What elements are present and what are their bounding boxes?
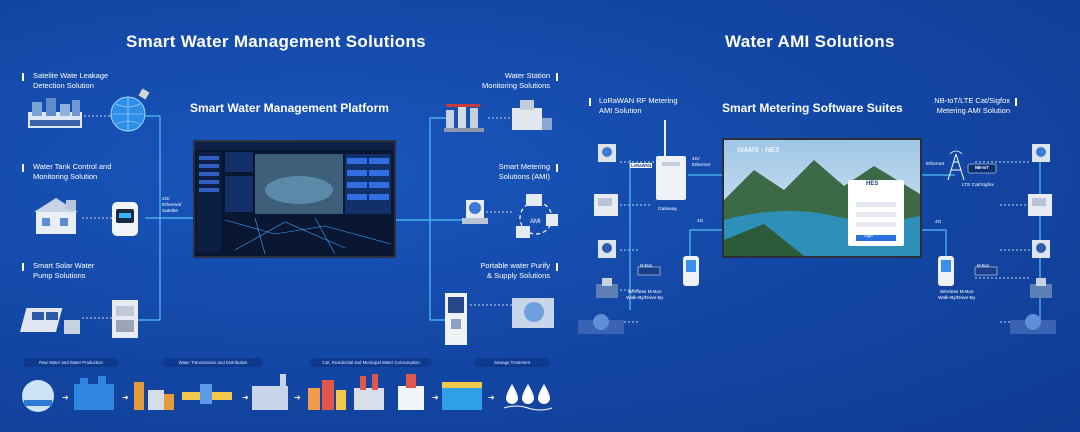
flow-arrow: ➜ <box>294 393 301 402</box>
label-4g-left: 4G <box>697 219 704 224</box>
water-plant-icon <box>74 376 114 410</box>
solar-pump-icon <box>19 308 80 334</box>
login-button[interactable]: Login <box>864 234 873 238</box>
mbus-badge-icon <box>637 266 661 276</box>
software-title: Smart Metering Software Suites <box>722 101 903 115</box>
stage-raw-water: Raw Water and Water Production <box>23 358 119 367</box>
mbus-badge-icon <box>974 266 998 276</box>
factory-chimneys-icon <box>354 374 384 410</box>
hes-screen-content <box>724 140 920 256</box>
ami-label: AMI <box>530 219 541 225</box>
nbiot-meter-icon <box>1032 144 1050 162</box>
water-station-pumps-icon <box>444 104 484 132</box>
tank-controller-icon <box>112 202 138 236</box>
stage-consumption: C&I, Residential and Municipal Water Con… <box>310 358 432 367</box>
label-marker <box>22 73 24 81</box>
city-buildings-icon <box>308 380 346 410</box>
water-drops-icon <box>503 384 553 411</box>
prepaid-meter-icon <box>598 240 616 258</box>
label-marker <box>22 164 24 172</box>
flow-arrow: ➜ <box>62 393 69 402</box>
purify-supply-label: Portable water Purify& Supply Solutions <box>480 261 550 280</box>
label-marker <box>589 98 591 106</box>
gateway-icon <box>656 120 686 200</box>
sewage-plant-icon <box>442 382 482 410</box>
nbiot-badge-icon <box>967 163 997 174</box>
pipeline-valve-icon <box>182 384 232 404</box>
mbus-badge-left: M-Bus <box>640 263 653 268</box>
water-dispenser-icon <box>445 293 467 345</box>
mbus-badge-right: M-Bus <box>977 263 990 268</box>
purify-station-icon <box>512 298 554 328</box>
woltman-meter-icon <box>578 314 624 334</box>
water-cycle-icons: ➜ ➜ ➜ ➜ ➜ ➜ ➜ <box>22 374 553 412</box>
stage-sewage: Sewage Treatment <box>474 358 550 367</box>
water-station-building-icon <box>512 100 552 130</box>
gateway-link-label: 4G/Ethernet <box>692 157 711 168</box>
label-marker <box>556 73 558 81</box>
water-meter-icon <box>462 200 488 224</box>
handheld-reader-icon <box>683 256 699 286</box>
woltman-meter-icon <box>1010 314 1056 334</box>
lorawan-badge: LoRaWAN <box>630 163 653 168</box>
nbiot-badge: NB-IoT <box>975 165 989 170</box>
hes-software-screen <box>722 138 922 258</box>
house-water-tank-icon <box>34 198 78 234</box>
prepaid-meter-icon <box>1032 240 1050 258</box>
label-marker <box>22 263 24 271</box>
cell-tower-icon <box>947 150 965 181</box>
left-title: Smart Water Management Solutions <box>126 32 426 51</box>
reservoir-icon <box>22 380 54 412</box>
platform-dashboard-screen <box>193 140 396 258</box>
label-marker <box>1015 98 1017 106</box>
screen-title: WAMS - HES <box>737 147 780 154</box>
ethernet-label: Ethernet <box>926 162 945 167</box>
label-marker <box>556 164 558 172</box>
satellite-globe-icon <box>110 88 150 132</box>
flow-arrow: ➜ <box>242 393 249 402</box>
ultrasonic-meter-icon <box>1028 194 1052 216</box>
treatment-tanks-icon <box>134 382 174 410</box>
label-marker <box>556 263 558 271</box>
gateway-label: Gateway <box>658 207 677 212</box>
flow-arrow: ➜ <box>488 393 495 402</box>
ami-cycle-icon <box>516 194 558 238</box>
ultrasonic-meter-icon <box>594 194 618 216</box>
link-label: 4G/Ethernet/Satelite <box>162 197 182 214</box>
lte-label: LTE Cat/Sigfox <box>962 183 994 188</box>
flow-arrow: ➜ <box>122 393 129 402</box>
solar-panel-city-icon <box>28 98 82 128</box>
platform-title: Smart Water Management Platform <box>190 101 389 115</box>
municipal-building-icon <box>398 374 424 410</box>
dashboard-content <box>195 142 394 255</box>
stage-transmission: Water Transmission and Distribution <box>163 358 263 367</box>
label-4g-right: 4G <box>935 220 942 225</box>
pump-controller-icon <box>112 300 138 338</box>
rf-meter-icon <box>598 144 616 162</box>
login-title: HES <box>866 181 879 187</box>
right-title: Water AMI Solutions <box>725 32 895 51</box>
flow-arrow: ➜ <box>432 393 439 402</box>
bulk-meter-icon <box>596 278 618 298</box>
industrial-plant-icon <box>252 374 288 410</box>
handheld-reader-icon <box>938 256 954 286</box>
bulk-meter-icon <box>1030 278 1052 298</box>
